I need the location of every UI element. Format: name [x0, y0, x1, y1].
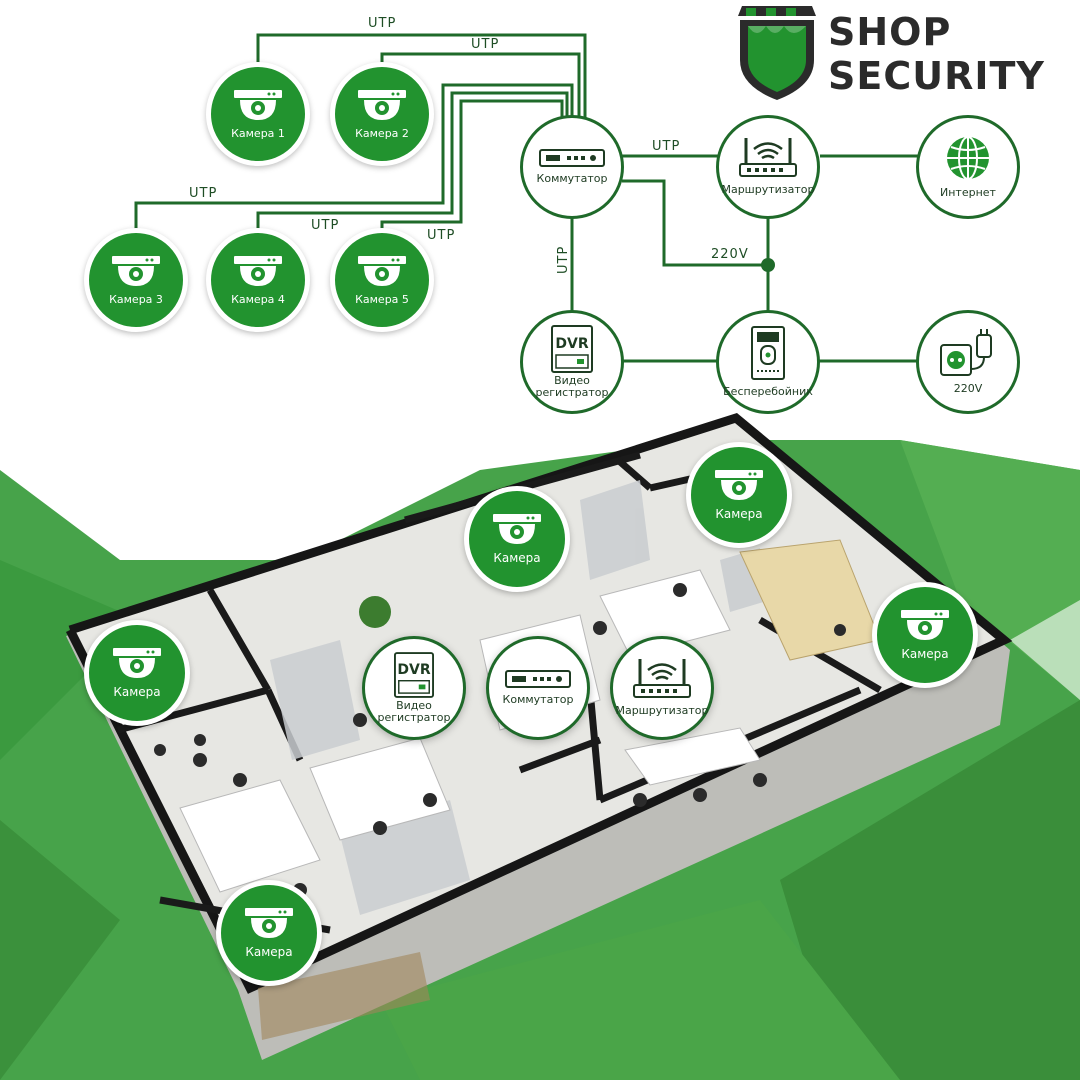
dome-camera-icon — [234, 255, 282, 286]
switch-icon — [505, 669, 571, 688]
socket-label: 220V — [953, 381, 983, 395]
dome-camera-icon — [358, 255, 406, 286]
camera-node-2[interactable]: Камера 2 — [330, 62, 434, 166]
brand-word-shop: SHOP — [828, 10, 952, 54]
dome-camera-icon — [234, 89, 282, 120]
dome-camera-icon — [245, 908, 293, 939]
camera-node-1[interactable]: Камера 1 — [206, 62, 310, 166]
floor-camera-top-right[interactable]: Камера — [686, 442, 792, 548]
floor-camera-left[interactable]: Камера — [84, 620, 190, 726]
camera-label: Камера 4 — [231, 292, 285, 306]
utp-label-router: UTP — [652, 139, 680, 154]
dome-camera-icon — [358, 89, 406, 120]
dome-camera-icon — [715, 470, 763, 501]
camera-node-4[interactable]: Камера 4 — [206, 228, 310, 332]
switch-label: Коммутатор — [536, 171, 608, 185]
utp-label-camera-3: UTP — [189, 186, 217, 201]
camera-label: Камера 3 — [109, 292, 163, 306]
floor-dvr-label-line2: регистратор — [377, 711, 451, 724]
internet-label: Интернет — [940, 185, 996, 199]
dvr-node[interactable]: DVR Видео регистратор — [520, 310, 624, 414]
glass-partitions — [270, 480, 770, 915]
floor-switch-label: Коммутатор — [502, 692, 574, 706]
ups-icon — [751, 325, 785, 380]
floor-camera-label: Камера — [715, 507, 763, 522]
floor-switch-node[interactable]: Коммутатор — [486, 636, 590, 740]
floor-camera-label: Камера — [113, 685, 161, 700]
camera-label: Камера 1 — [231, 126, 285, 140]
utp-label-camera-2: UTP — [471, 37, 499, 52]
floor-camera-right[interactable]: Камера — [872, 582, 978, 688]
wire-camera-5 — [380, 99, 564, 255]
utp-label-camera-5: UTP — [427, 228, 455, 243]
floor-router-node[interactable]: Маршрутизатор — [610, 636, 714, 740]
power-label: 220V — [711, 247, 749, 262]
camera-label: Камера 5 — [355, 292, 409, 306]
camera-node-3[interactable]: Камера 3 — [84, 228, 188, 332]
internet-node[interactable]: Интернет — [916, 115, 1020, 219]
dome-camera-icon — [113, 648, 161, 679]
dome-camera-icon — [493, 514, 541, 545]
dvr-icon — [394, 652, 434, 698]
plant — [359, 596, 391, 628]
dvr-label-line1: Видео — [554, 373, 590, 387]
floor-camera-center[interactable]: Камера — [464, 486, 570, 592]
brand-logo: SHOP SECURITY — [732, 6, 1072, 102]
floor-dvr-label-line1: Видео — [396, 698, 432, 712]
utp-label-camera-4: UTP — [311, 218, 339, 233]
floor-router-label: Маршрутизатор — [615, 703, 709, 717]
utp-label-dvr: UTP — [556, 246, 571, 274]
power-socket-icon — [940, 328, 992, 376]
wood-bench — [258, 952, 430, 1040]
dome-camera-icon — [112, 255, 160, 286]
dvr-badge: DVR — [555, 336, 589, 352]
ups-node[interactable]: Бесперебойник — [716, 310, 820, 414]
switch-node[interactable]: Коммутатор — [520, 115, 624, 219]
camera-label: Камера 2 — [355, 126, 409, 140]
dvr-label-line2: регистратор — [535, 386, 609, 399]
chairs — [154, 583, 846, 897]
wire-power-switch — [622, 179, 768, 267]
floor-camera-bottom[interactable]: Камера — [216, 880, 322, 986]
router-icon — [633, 658, 691, 698]
dome-camera-icon — [901, 610, 949, 641]
wire-camera-3 — [134, 83, 574, 255]
socket-node[interactable]: 220V — [916, 310, 1020, 414]
floor-dvr-node[interactable]: DVR Видео регистратор — [362, 636, 466, 740]
floor-camera-label: Камера — [493, 551, 541, 566]
router-node[interactable]: Маршрутизатор — [716, 115, 820, 219]
power-junction — [761, 258, 775, 272]
floor-dvr-badge: DVR — [397, 662, 431, 678]
brand-word-security: SECURITY — [828, 54, 1045, 98]
router-label: Маршрутизатор — [721, 182, 815, 196]
wire-camera-4 — [256, 91, 569, 255]
camera-node-5[interactable]: Камера 5 — [330, 228, 434, 332]
floor-camera-label: Камера — [245, 945, 293, 960]
shop-shield-icon — [738, 6, 816, 100]
switch-icon — [539, 148, 605, 167]
ups-label: Бесперебойник — [723, 384, 813, 398]
router-icon — [739, 137, 797, 177]
globe-icon — [947, 135, 989, 180]
utp-label-camera-1: UTP — [368, 16, 396, 31]
dvr-icon — [551, 324, 593, 373]
floor-camera-label: Камера — [901, 647, 949, 662]
